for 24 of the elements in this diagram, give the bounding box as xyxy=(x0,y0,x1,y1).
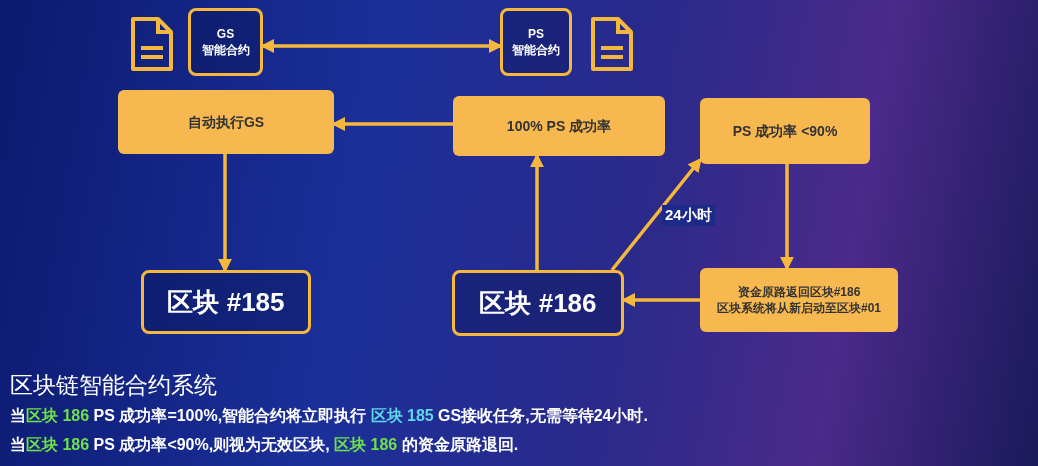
arrow xyxy=(621,293,700,307)
box-text: 智能合约 xyxy=(512,42,560,58)
process-box: PS 成功率 <90% xyxy=(700,98,870,164)
edge-label: 24小时 xyxy=(662,205,715,226)
block-box: 区块 #185 xyxy=(141,270,311,334)
note-text: 当区块 186 PS 成功率<90%,则视为无效区块, 区块 186 的资金原路退回. xyxy=(10,435,519,455)
arrow xyxy=(260,39,503,53)
arrow xyxy=(218,154,232,273)
note-text: 当区块 186 PS 成功率=100%,智能合约将立即执行 区块 185 GS接收任务,无需等待24小时. xyxy=(10,406,648,426)
box-text: 区块系统将从新启动至区块#01 xyxy=(717,300,881,316)
box-text: 智能合约 xyxy=(201,42,250,58)
title: 区块链智能合约系统 xyxy=(10,371,217,400)
box-text: GS xyxy=(216,26,235,42)
box-text: PS xyxy=(528,26,544,42)
process-box: 100% PS 成功率 xyxy=(453,96,665,156)
box-text: 资金原路返回区块#186 xyxy=(737,284,861,300)
arrow xyxy=(530,153,544,270)
contract-box xyxy=(188,8,263,76)
contract-box xyxy=(500,8,572,76)
process-box: 自动执行GS xyxy=(118,90,334,154)
arrow xyxy=(610,157,702,272)
arrow xyxy=(780,164,794,271)
process-box xyxy=(700,268,898,332)
block-box: 区块 #186 xyxy=(452,270,624,336)
